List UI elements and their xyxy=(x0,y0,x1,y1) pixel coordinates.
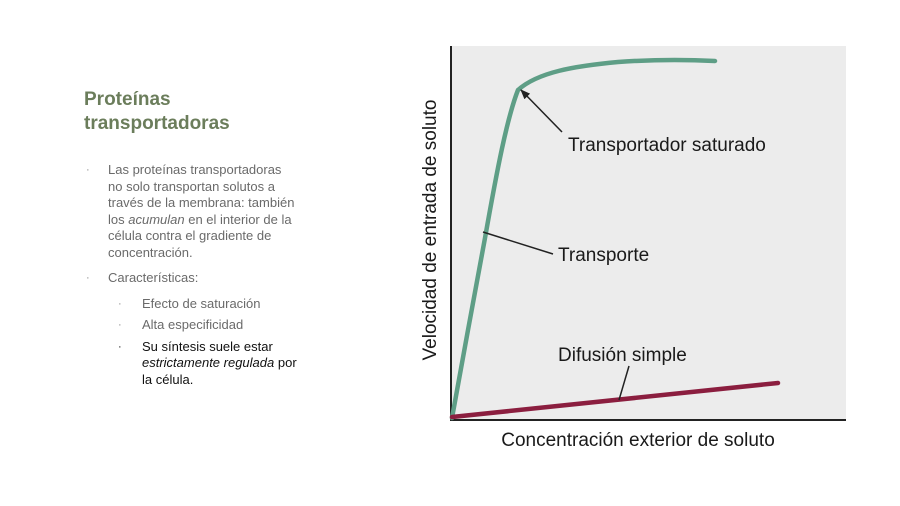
bullet-dot-icon: · xyxy=(86,272,90,284)
saturado-arrow xyxy=(520,89,563,133)
sub-item-3-line-1: Su síntesis suele estar xyxy=(142,338,273,354)
sub-item-3-rest: por xyxy=(274,355,297,370)
sub-item-3-line-2: estrictamente regulada por xyxy=(142,355,334,372)
transporte-pointer xyxy=(482,231,554,255)
transport-curve xyxy=(449,57,718,421)
bullet2-text: Características: xyxy=(108,270,199,285)
bullet1-line-4: los acumulan en el interior de la xyxy=(108,212,334,229)
sub-item-1-text: Efecto de saturación xyxy=(142,295,261,311)
sub-item-3: · Su síntesis suele estar estrictamente … xyxy=(84,339,334,389)
bullet1-line-3: través de la membrana: también xyxy=(108,195,295,210)
bullet1-prefix: los xyxy=(108,211,129,227)
sub-bullet-dot-icon: · xyxy=(118,297,122,310)
bullet1-line-1: Las proteínas transportadoras xyxy=(108,162,282,177)
bullet-item-2: · Características: xyxy=(84,270,334,287)
x-axis-label: Concentración exterior de soluto xyxy=(501,430,775,451)
bullet-list: · Las proteínas transportadoras no solo … xyxy=(84,162,334,393)
label-transportador-saturado: Transportador saturado xyxy=(568,135,766,156)
title-line-2: transportadoras xyxy=(84,113,230,134)
difusion-pointer xyxy=(618,365,630,401)
y-axis-label: Velocidad de entrada de soluto xyxy=(420,100,441,361)
label-difusion-simple: Difusión simple xyxy=(558,345,687,366)
sub-item-2-text: Alta especificidad xyxy=(142,317,244,332)
diffusion-line xyxy=(449,380,781,420)
plot-background xyxy=(451,46,846,420)
title-line-1: Proteínas xyxy=(84,89,171,110)
sub-item-3-line-3: la célula. xyxy=(142,371,194,387)
bullet-dot-icon: · xyxy=(86,164,90,176)
bullet1-line-2: no solo transportan solutos a xyxy=(108,178,275,194)
sub-bullet-dot-icon: · xyxy=(118,340,122,353)
sub-item-3-emphasis: estrictamente regulada xyxy=(142,355,275,370)
sub-item-2: · Alta especificidad xyxy=(84,317,334,334)
slide-title: Proteínas transportadoras xyxy=(84,88,324,136)
sub-bullet-dot-icon: · xyxy=(118,319,122,331)
label-transporte: Transporte xyxy=(558,245,649,266)
sub-item-1: · Efecto de saturación xyxy=(84,296,334,313)
bullet1-suffix: en el interior de la xyxy=(184,211,292,227)
bullet1-line-6: concentración. xyxy=(108,244,193,260)
bullet-item-1: · Las proteínas transportadoras no solo … xyxy=(84,162,334,261)
bullet1-line-5: célula contra el gradiente de xyxy=(108,228,272,243)
bullet1-emphasis: acumulan xyxy=(128,211,185,227)
